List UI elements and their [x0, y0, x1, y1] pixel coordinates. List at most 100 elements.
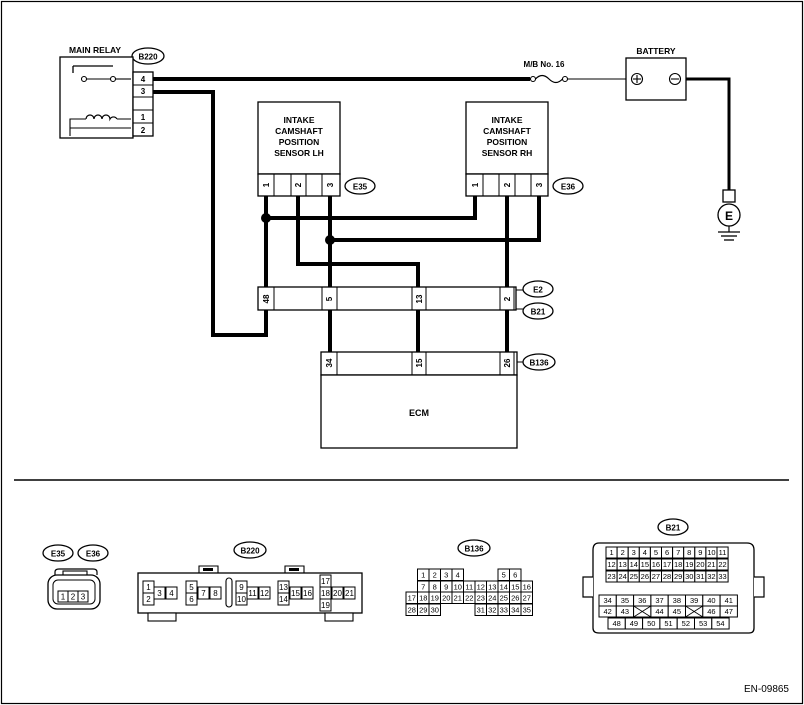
conn-tag-e35: E35	[51, 550, 66, 559]
relay-connector-tag-label: B220	[138, 53, 158, 62]
pin-label: 9	[698, 548, 702, 557]
pin-label: 19	[431, 593, 439, 602]
pin-label: 47	[725, 607, 733, 616]
pin-label: 2	[146, 595, 151, 604]
battery-label: BATTERY	[636, 46, 676, 56]
pin-cell	[319, 598, 332, 612]
conn-tag-b21: B21	[666, 524, 681, 533]
pin-label: 13	[488, 582, 496, 591]
pin-label: 11	[465, 582, 473, 591]
pin-label: 16	[303, 589, 312, 598]
pin-label: 41	[725, 596, 733, 605]
pin-label: 4	[643, 548, 647, 557]
pin-label: 46	[707, 607, 715, 616]
pin-label: 17	[321, 577, 330, 586]
pin-cell	[165, 586, 178, 600]
joint-tag-b21	[522, 302, 554, 320]
sensor-rh-line-3: POSITION	[487, 137, 528, 147]
joint-tag-b21-label: B21	[531, 308, 546, 317]
pin-label: 11	[719, 548, 727, 557]
main-relay-title: MAIN RELAY	[69, 45, 121, 55]
pin-cell	[153, 586, 166, 600]
fuse-symbol	[535, 74, 563, 84]
pin-label: 12	[607, 560, 615, 569]
joint-tag-e2-label: E2	[533, 286, 543, 295]
pin-label: 1	[421, 570, 425, 579]
pin-label: 26	[641, 572, 649, 581]
joint-connector: 48 5 13 2 E2 B21	[257, 280, 554, 320]
pin-label: 16	[652, 560, 660, 569]
pin-cell	[428, 603, 441, 616]
pin-label: 14	[279, 595, 288, 604]
pin-label: 23	[477, 593, 485, 602]
sensor-lh-line-2: CAMSHAFT	[275, 126, 323, 136]
pin-cell	[277, 592, 290, 606]
sensor-lh-tag	[344, 177, 376, 195]
pin-label: 2	[433, 570, 437, 579]
pin-label: 50	[647, 619, 655, 628]
sensor-rh-line-2: CAMSHAFT	[483, 126, 531, 136]
pin-label: 12	[477, 582, 485, 591]
pin-label: 4	[456, 570, 460, 579]
pin-label: 31	[477, 605, 485, 614]
pin-label: 40	[707, 596, 715, 605]
pin-cell	[711, 617, 730, 630]
pin-label: 7	[421, 582, 425, 591]
pin-cell	[520, 603, 533, 616]
wiring	[153, 90, 541, 352]
splice-dot-supply	[261, 213, 271, 223]
sensor-lh-tag-label: E35	[353, 183, 368, 192]
pin-label: 16	[523, 582, 531, 591]
pin-cell	[716, 546, 729, 559]
joint-connector-body	[257, 286, 517, 311]
pin-label: 27	[652, 572, 660, 581]
pin-label: 31	[696, 572, 704, 581]
pin-label: 8	[433, 582, 437, 591]
pin-label: 30	[431, 605, 439, 614]
pin-label: 38	[673, 596, 681, 605]
pin-label: 10	[237, 595, 246, 604]
pin-label: 13	[618, 560, 626, 569]
sensor-lh-pin-3: 3	[326, 182, 335, 187]
relay-pin-block	[132, 71, 154, 137]
pin-label: 36	[638, 596, 646, 605]
pin-label: 10	[454, 582, 462, 591]
pin-label: 4	[169, 589, 174, 598]
pin-label: 28	[663, 572, 671, 581]
pin-label: 3	[157, 589, 162, 598]
pin-label: 3	[444, 570, 448, 579]
relay-body	[59, 56, 134, 139]
pin-label: 37	[655, 596, 663, 605]
ecm-pin-26: 26	[503, 358, 512, 367]
pin-label: 20	[333, 589, 342, 598]
pin-label: 42	[603, 607, 611, 616]
pin-cell	[246, 586, 259, 600]
pin-cell	[301, 586, 314, 600]
pin-label: 52	[682, 619, 690, 628]
sensor-lh-pin-1: 1	[262, 182, 271, 187]
relay-pin-4: 4	[141, 75, 146, 84]
wire-supply-to-rh-pin1	[266, 196, 477, 220]
pin-label: 18	[419, 593, 427, 602]
pin-label: 5	[189, 583, 194, 592]
ecm-tag	[522, 353, 556, 371]
wire-ground-to-rh-pin3	[330, 196, 541, 242]
pin-label: 18	[674, 560, 682, 569]
pin-label: 44	[655, 607, 663, 616]
pin-cell	[258, 586, 271, 600]
conn-e35-pin-1: 1	[61, 593, 66, 602]
pin-label: 34	[603, 596, 611, 605]
pin-label: 20	[696, 560, 704, 569]
sensor-rh-pin-3: 3	[535, 182, 544, 187]
conn-tag-e36: E36	[86, 550, 101, 559]
pin-label: 14	[630, 560, 638, 569]
pin-cell	[197, 586, 210, 600]
pin-label: 6	[189, 595, 194, 604]
pin-label: 15	[511, 582, 519, 591]
pin-cell	[719, 605, 738, 618]
pin-label: 6	[513, 570, 517, 579]
